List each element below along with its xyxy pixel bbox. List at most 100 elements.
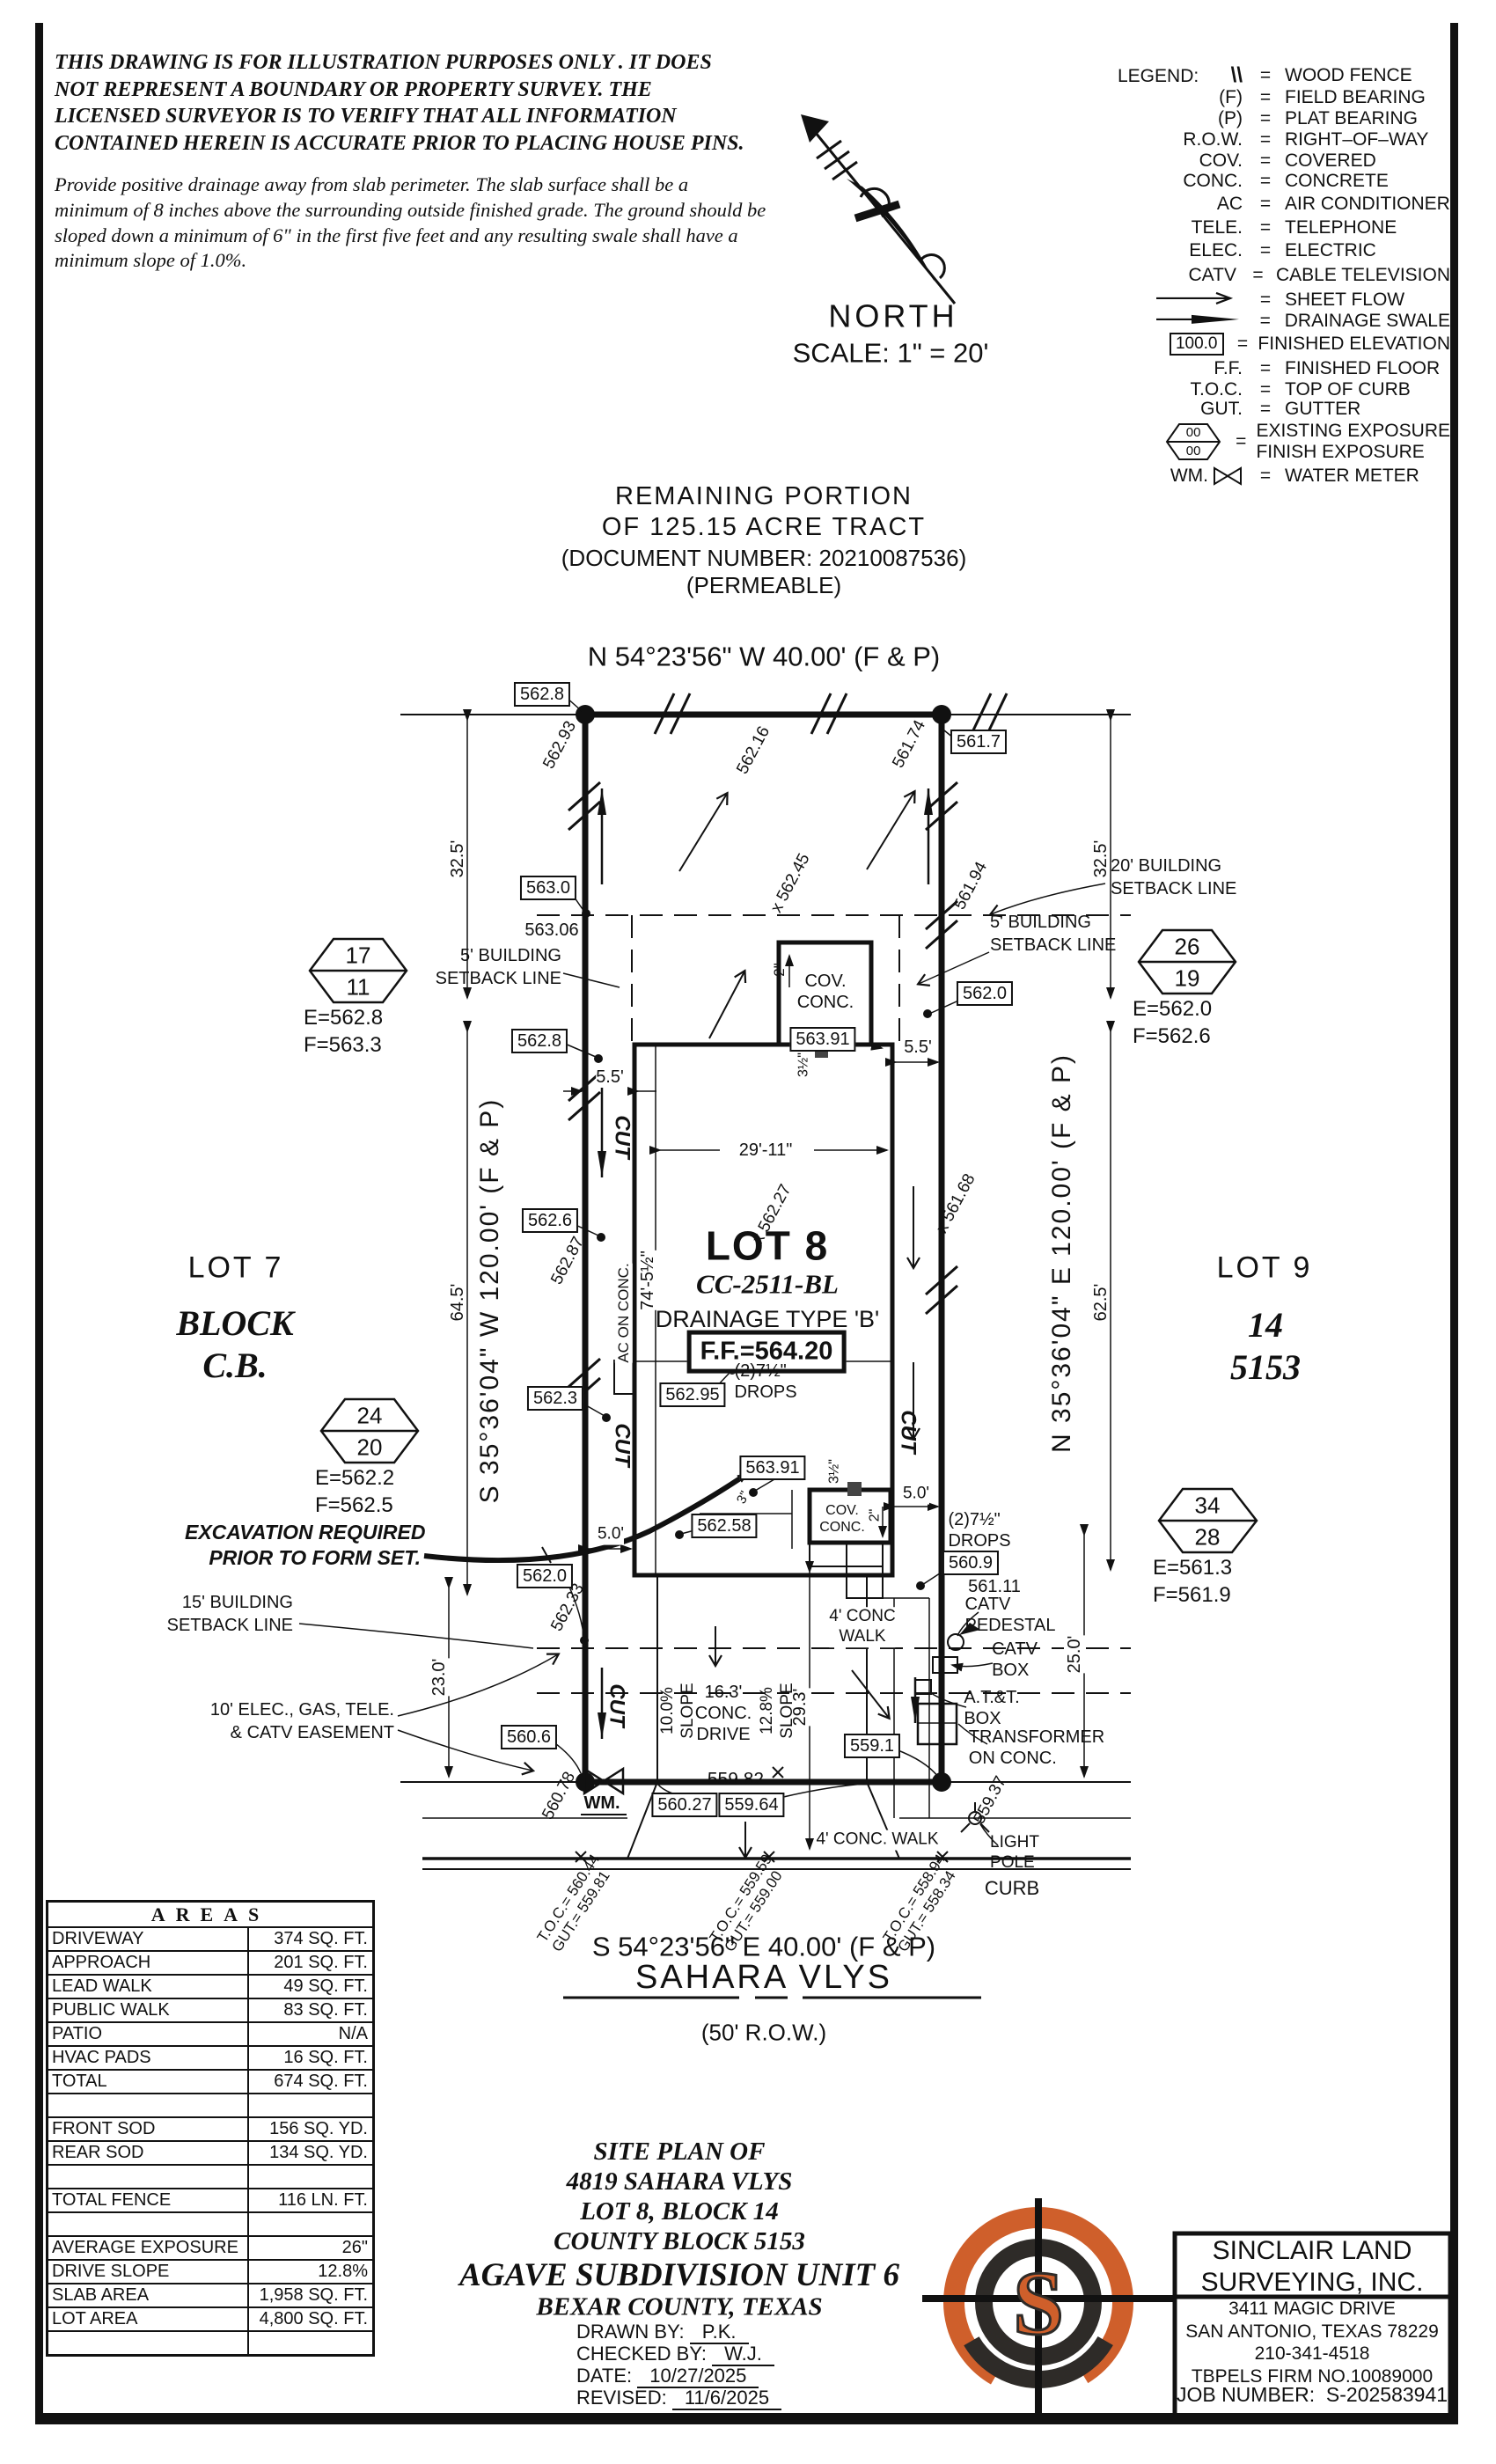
- equals: =: [1259, 357, 1272, 378]
- water-meter-label: WM.: [583, 1793, 620, 1813]
- elev-box: 559.64: [718, 1793, 785, 1817]
- lot7-block-label: BLOCK C.B.: [176, 1303, 294, 1385]
- exposure-values: 00 00: [1185, 425, 1201, 458]
- spot-elevation: 561.11: [968, 1577, 1021, 1596]
- row-value: 134 SQ. YD.: [269, 2143, 368, 2162]
- elev-box: 563.91: [739, 1456, 806, 1480]
- disclaimer-text: THIS DRAWING IS FOR ILLUSTRATION PURPOSE…: [55, 51, 744, 156]
- hex-bl-finish: 20: [356, 1434, 383, 1461]
- drainage-note-text: Provide positive drainage away from slab…: [55, 173, 766, 272]
- legend-sym: CATV: [1188, 264, 1236, 285]
- hex-br-existing: 34: [1194, 1492, 1221, 1519]
- water-meter-legend-icon: [1214, 466, 1242, 486]
- areas-table-title: AREAS: [150, 1903, 270, 1925]
- row-value: 16 SQ. FT.: [283, 2048, 368, 2067]
- drops-label: (2)7½" DROPS: [734, 1361, 797, 1402]
- elev-box: 562.8: [510, 1029, 568, 1053]
- row-label: LEAD WALK: [48, 1976, 249, 1998]
- hex-tl-finish: 11: [346, 973, 370, 1001]
- dim-label: 64.5': [448, 1283, 467, 1322]
- table-row: [48, 2093, 372, 2116]
- row-label: [48, 2094, 249, 2116]
- dim-label: 62.5': [1091, 1283, 1111, 1322]
- elev-box: 560.27: [651, 1793, 718, 1817]
- elev-box: 562.0: [956, 981, 1014, 1006]
- legend-desc: COVERED: [1285, 150, 1376, 171]
- elev-box: 562.58: [691, 1514, 758, 1538]
- row-value: 26": [341, 2238, 368, 2257]
- legend-row-covered: COV.=COVERED: [1151, 150, 1450, 172]
- equals: =: [1236, 334, 1249, 354]
- covered-concrete-label: COV. CONC.: [819, 1502, 865, 1535]
- elev-box: 560.6: [500, 1725, 558, 1749]
- cut-label: CUT: [605, 1683, 629, 1727]
- legend-row-gutter: GUT.=GUTTER: [1151, 399, 1450, 420]
- elev-box: 560.9: [942, 1551, 1000, 1575]
- hex-br-ef: E=561.3 F=561.9: [1153, 1556, 1233, 1607]
- legend-sym: (P): [1218, 107, 1243, 128]
- conc-walk-label: 4' CONC WALK: [829, 1607, 896, 1647]
- row-label: PUBLIC WALK: [48, 1999, 249, 2021]
- catv-box-label: CATV BOX: [992, 1639, 1038, 1680]
- hex-tl-existing: 17: [345, 942, 371, 969]
- legend-desc: DRAINAGE SWALE: [1284, 310, 1450, 331]
- legend-desc: FIELD BEARING: [1285, 86, 1426, 107]
- lot8-cc-label: CC-2511-BL: [696, 1268, 839, 1300]
- legend-row-water-meter: WM.=WATER METER: [1151, 466, 1450, 487]
- legend-desc: AIR CONDITIONER: [1285, 193, 1450, 214]
- legend-desc: WATER METER: [1285, 465, 1419, 486]
- row-label: REAR SOD: [48, 2142, 249, 2164]
- elev-box: 563.91: [789, 1027, 856, 1052]
- legend-desc: GUTTER: [1285, 398, 1361, 419]
- table-row: [48, 2164, 372, 2188]
- title-block-county: BEXAR COUNTY, TEXAS: [536, 2292, 823, 2321]
- checked-by-label: CHECKED BY:: [576, 2343, 707, 2365]
- dim-label: 3½": [796, 1052, 811, 1077]
- dim-label: 5.5': [904, 1037, 932, 1058]
- revised-value: 11/6/2025: [671, 2387, 782, 2410]
- water-meter-icon: [583, 1766, 625, 1796]
- cut-label: CUT: [610, 1115, 634, 1159]
- legend-row-ff: F.F.=FINISHED FLOOR: [1151, 358, 1450, 379]
- row-value: 12.8%: [318, 2262, 368, 2281]
- north-arrow-icon: [801, 114, 957, 304]
- cut-label: CUT: [610, 1423, 634, 1467]
- slope-label: 10.0% SLOPE: [658, 1683, 697, 1739]
- street-row: (50' R.O.W.): [700, 2019, 827, 2046]
- row-label: SLAB AREA: [48, 2284, 249, 2306]
- legend-row-exposure: 00 00=EXISTING EXPOSURE FINISH EXPOSURE: [1151, 420, 1450, 464]
- scale-label: SCALE: 1" = 20': [792, 337, 989, 369]
- revised-label: REVISED:: [576, 2387, 667, 2409]
- hex-tr-finish: 19: [1174, 964, 1200, 992]
- company-box: [1172, 2231, 1453, 2419]
- driveway-walk-curb: [422, 1575, 1131, 1999]
- easement-label: 10' ELEC., GAS, TELE. & CATV EASEMENT: [209, 1700, 394, 1742]
- att-box-icon: [914, 1679, 932, 1695]
- setback5-right-label: 5' BUILDING SETBACK LINE: [990, 913, 1117, 955]
- dim-label: 29'-11": [733, 1140, 798, 1161]
- finished-elevation-box-icon: 100.0: [1169, 333, 1224, 356]
- transformer-label: TRANSFORMER ON CONC.: [968, 1727, 1105, 1768]
- legend-sym: F.F.: [1214, 357, 1243, 378]
- att-box-label: A.T.&T. BOX: [964, 1688, 1020, 1728]
- equals: =: [1259, 65, 1272, 85]
- row-label: AVERAGE EXPOSURE: [48, 2237, 249, 2259]
- elev-box: 562.95: [659, 1382, 726, 1407]
- slope-label: 12.8% SLOPE: [758, 1683, 796, 1739]
- row-value: 674 SQ. FT.: [274, 2072, 368, 2091]
- legend-desc: PLAT BEARING: [1285, 107, 1418, 128]
- exposure-hexagons: [308, 928, 1258, 1554]
- setback5-left-label: 5' BUILDING SETBACK LINE: [435, 946, 561, 988]
- dim-label: 5.0': [902, 1484, 930, 1505]
- lot7-label: LOT 7: [187, 1250, 284, 1285]
- covered-concrete-label: COV. CONC.: [796, 972, 854, 1012]
- hex-bl-ef: E=562.2 F=562.5: [315, 1466, 395, 1517]
